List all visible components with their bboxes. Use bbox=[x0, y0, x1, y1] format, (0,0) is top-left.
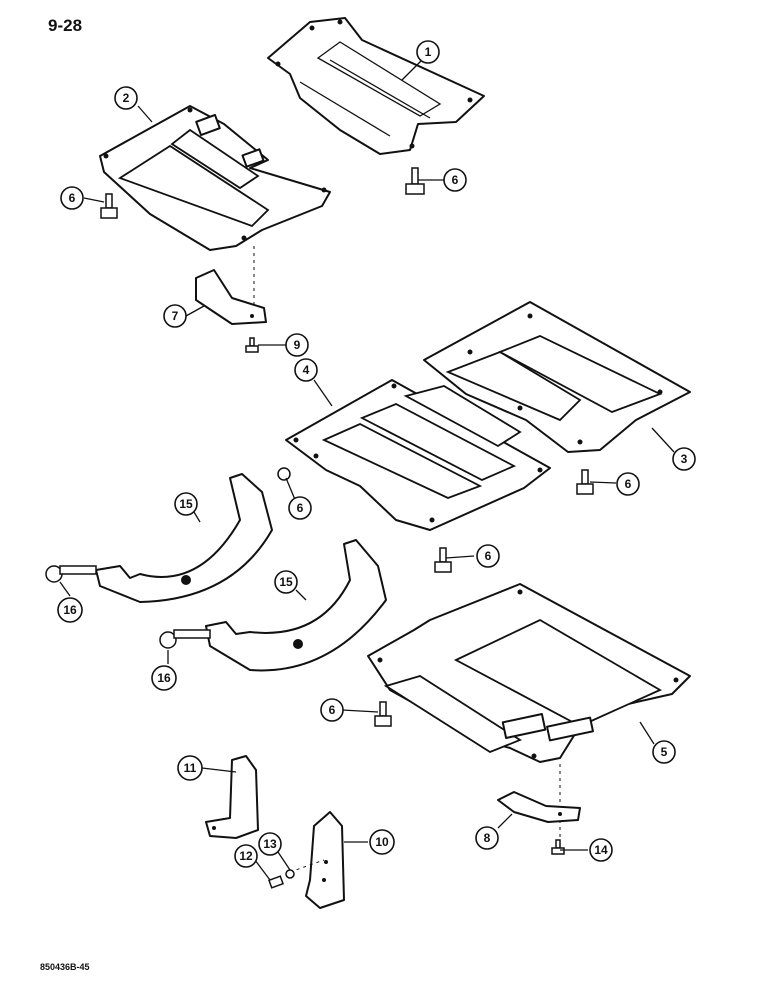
bolt-part-6-a bbox=[405, 167, 425, 195]
bolt-part-9 bbox=[245, 337, 259, 353]
svg-text:10: 10 bbox=[375, 835, 389, 849]
bolt-part-6-e bbox=[434, 547, 452, 573]
callout-6-c: 6 bbox=[616, 472, 640, 496]
part-7-bracket bbox=[195, 269, 267, 325]
svg-text:6: 6 bbox=[452, 173, 459, 187]
svg-text:7: 7 bbox=[172, 309, 179, 323]
svg-text:2: 2 bbox=[123, 91, 130, 105]
callout-7: 7 bbox=[163, 304, 187, 328]
washer-part-13 bbox=[285, 869, 295, 879]
callout-12: 12 bbox=[234, 844, 258, 868]
svg-text:6: 6 bbox=[485, 549, 492, 563]
svg-text:4: 4 bbox=[303, 363, 310, 377]
part-8-bracket bbox=[497, 791, 581, 823]
callout-6-d: 6 bbox=[288, 496, 312, 520]
callout-15-b: 15 bbox=[274, 570, 298, 594]
callout-9: 9 bbox=[285, 333, 309, 357]
callout-6-e: 6 bbox=[476, 544, 500, 568]
callout-16-b: 16 bbox=[151, 665, 177, 691]
svg-text:8: 8 bbox=[484, 831, 491, 845]
svg-text:13: 13 bbox=[263, 837, 277, 851]
bolt-part-16-b bbox=[159, 629, 211, 649]
callout-8: 8 bbox=[475, 826, 499, 850]
callout-15-a: 15 bbox=[174, 492, 198, 516]
svg-text:5: 5 bbox=[661, 745, 668, 759]
callout-3: 3 bbox=[672, 447, 696, 471]
bolt-part-6-d bbox=[576, 469, 594, 495]
part-3-tray bbox=[423, 301, 691, 453]
bolt-part-6-b bbox=[100, 193, 118, 219]
svg-text:15: 15 bbox=[179, 497, 193, 511]
part-1-tray bbox=[267, 17, 485, 155]
callout-6-b: 6 bbox=[60, 186, 84, 210]
part-4-tray bbox=[285, 379, 551, 531]
callout-6-f: 6 bbox=[320, 698, 344, 722]
part-11-mount bbox=[205, 755, 259, 839]
svg-text:12: 12 bbox=[239, 849, 253, 863]
svg-text:15: 15 bbox=[279, 575, 293, 589]
callout-14: 14 bbox=[589, 838, 613, 862]
figure-code: 850436B-45 bbox=[40, 962, 90, 972]
svg-text:14: 14 bbox=[594, 843, 608, 857]
svg-text:3: 3 bbox=[681, 452, 688, 466]
svg-text:16: 16 bbox=[63, 603, 77, 617]
callout-5: 5 bbox=[652, 740, 676, 764]
callout-13: 13 bbox=[258, 832, 282, 856]
svg-text:6: 6 bbox=[297, 501, 304, 515]
svg-text:9: 9 bbox=[294, 338, 301, 352]
svg-text:6: 6 bbox=[625, 477, 632, 491]
part-2-tray bbox=[99, 105, 331, 251]
part-5-tray bbox=[367, 583, 691, 763]
svg-text:1: 1 bbox=[425, 45, 432, 59]
svg-text:16: 16 bbox=[157, 671, 171, 685]
part-15-bracket-lower bbox=[205, 539, 387, 672]
bolt-part-6-c bbox=[277, 467, 291, 481]
bolt-part-12 bbox=[268, 875, 284, 889]
callout-6-a: 6 bbox=[443, 168, 467, 192]
bolt-part-16-a bbox=[45, 565, 97, 583]
callout-2: 2 bbox=[114, 86, 138, 110]
callout-11: 11 bbox=[177, 755, 203, 781]
page-number: 9-28 bbox=[48, 16, 83, 35]
bolt-part-6-f bbox=[374, 701, 392, 727]
callout-4: 4 bbox=[294, 358, 318, 382]
callout-16-a: 16 bbox=[57, 597, 83, 623]
callout-1: 1 bbox=[416, 40, 440, 64]
svg-text:11: 11 bbox=[184, 761, 197, 775]
bolt-part-14 bbox=[551, 839, 565, 855]
svg-text:6: 6 bbox=[329, 703, 336, 717]
part-10-mount bbox=[305, 811, 345, 909]
part-15-bracket-upper bbox=[95, 473, 273, 603]
svg-text:6: 6 bbox=[69, 191, 76, 205]
callout-10: 10 bbox=[369, 829, 395, 855]
